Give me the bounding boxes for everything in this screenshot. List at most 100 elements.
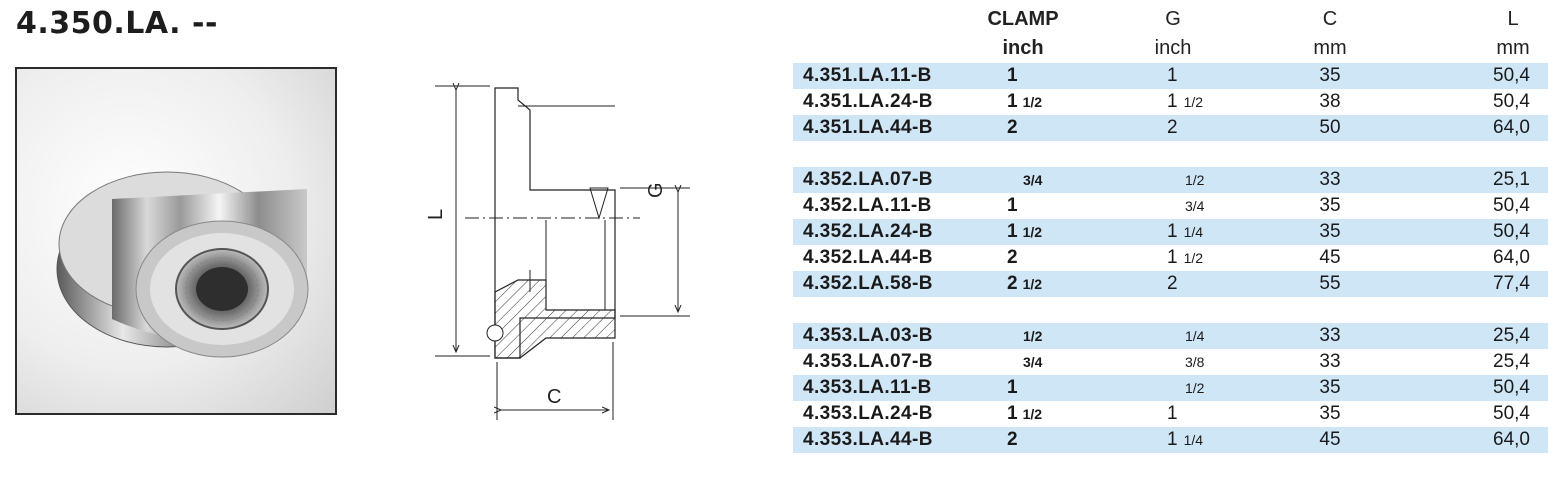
clamp-whole: 1: [1007, 403, 1018, 424]
dim-g-label: G: [645, 182, 667, 198]
clamp-size: 3/4: [1007, 169, 1042, 191]
g-fraction: 1/2: [1185, 172, 1205, 188]
clamp-size: 2: [1007, 247, 1023, 269]
clamp-size: 2: [1007, 117, 1023, 139]
dim-c-label: C: [547, 386, 561, 408]
part-code: 4.352.LA.07-B: [803, 169, 933, 190]
header-clamp-unit: inch: [1002, 37, 1044, 59]
clamp-fraction: 3/4: [1023, 172, 1043, 188]
clamp-size: 1: [1007, 377, 1023, 399]
clamp-whole: 2: [1007, 429, 1018, 450]
g-fraction: 1/2: [1185, 380, 1205, 396]
g-size: 2: [1167, 117, 1184, 139]
header-l: L: [1507, 8, 1519, 30]
clamp-whole: 1: [1007, 91, 1018, 112]
g-whole: 2: [1167, 117, 1178, 138]
part-code: 4.353.LA.07-B: [803, 351, 933, 372]
g-size: 3/4: [1185, 195, 1204, 217]
clamp-whole: 1: [1007, 65, 1018, 86]
c-value: 45: [1319, 247, 1341, 268]
c-value: 33: [1319, 325, 1341, 346]
clamp-whole: 1: [1007, 377, 1018, 398]
clamp-size: 2: [1007, 429, 1023, 451]
g-size: 1: [1167, 403, 1184, 425]
g-size: 3/8: [1185, 351, 1204, 373]
g-fraction: 1/4: [1183, 224, 1204, 240]
c-value: 35: [1319, 403, 1341, 424]
g-size: 1 1/2: [1167, 247, 1203, 269]
clamp-size: 1: [1007, 65, 1023, 87]
g-size: 1 1/4: [1167, 429, 1203, 451]
clamp-size: 1: [1007, 195, 1023, 217]
l-value: 50,4: [1493, 403, 1530, 424]
g-whole: 1: [1167, 429, 1178, 450]
g-fraction: 1/4: [1183, 432, 1204, 448]
g-fraction: 1/2: [1183, 250, 1204, 266]
c-value: 50: [1319, 117, 1341, 138]
l-value: 64,0: [1493, 429, 1530, 450]
clamp-fraction: 1/2: [1023, 328, 1043, 344]
c-value: 35: [1319, 221, 1341, 242]
c-value: 33: [1319, 169, 1341, 190]
g-size: 1/2: [1185, 169, 1204, 191]
part-code: 4.352.LA.44-B: [803, 247, 933, 268]
header-clamp: CLAMP: [987, 8, 1059, 30]
header-c: C: [1322, 8, 1338, 30]
c-value: 35: [1319, 377, 1341, 398]
l-value: 25,1: [1493, 169, 1530, 190]
g-size: 1/4: [1185, 325, 1204, 347]
g-fraction: 3/8: [1185, 354, 1205, 370]
header-c-unit: mm: [1313, 37, 1347, 59]
part-code: 4.352.LA.58-B: [803, 273, 933, 294]
technical-drawing: L G C: [425, 70, 690, 420]
l-value: 77,4: [1493, 273, 1530, 294]
g-size: 1/2: [1185, 377, 1204, 399]
c-value: 45: [1319, 429, 1341, 450]
l-value: 25,4: [1493, 325, 1530, 346]
clamp-whole: 2: [1007, 273, 1018, 294]
part-code: 4.353.LA.11-B: [803, 377, 932, 398]
clamp-fraction: 1/2: [1022, 94, 1043, 110]
table-row: 4.352.LA.44-B 2 1 1/2 45 64,0: [793, 245, 1548, 271]
l-value: 25,4: [1493, 351, 1530, 372]
header-g-unit: inch: [1154, 37, 1192, 59]
clamp-whole: 2: [1007, 117, 1018, 138]
c-value: 35: [1319, 195, 1341, 216]
table-row: 4.352.LA.07-B 3/4 1/2 33 25,1: [793, 167, 1548, 193]
g-fraction: 3/4: [1185, 198, 1205, 214]
g-whole: 2: [1167, 273, 1178, 294]
g-fraction: 1/2: [1183, 94, 1204, 110]
clamp-whole: 1: [1007, 221, 1018, 242]
part-code: 4.351.LA.24-B: [803, 91, 933, 112]
l-value: 50,4: [1493, 377, 1530, 398]
g-whole: 1: [1167, 247, 1178, 268]
l-value: 50,4: [1493, 91, 1530, 112]
part-code: 4.351.LA.11-B: [803, 65, 932, 86]
g-size: 1: [1167, 65, 1184, 87]
clamp-whole: 1: [1007, 195, 1018, 216]
l-value: 50,4: [1493, 221, 1530, 242]
header-l-unit: mm: [1496, 37, 1530, 59]
part-code: 4.352.LA.24-B: [803, 221, 933, 242]
product-photo: [15, 67, 337, 415]
clamp-whole: 2: [1007, 247, 1018, 268]
l-value: 64,0: [1493, 247, 1530, 268]
clamp-fraction: 3/4: [1023, 354, 1043, 370]
header-g: G: [1165, 8, 1181, 30]
clamp-fraction: 1/2: [1022, 276, 1043, 292]
c-value: 55: [1319, 273, 1341, 294]
clamp-size: 1/2: [1007, 325, 1042, 347]
